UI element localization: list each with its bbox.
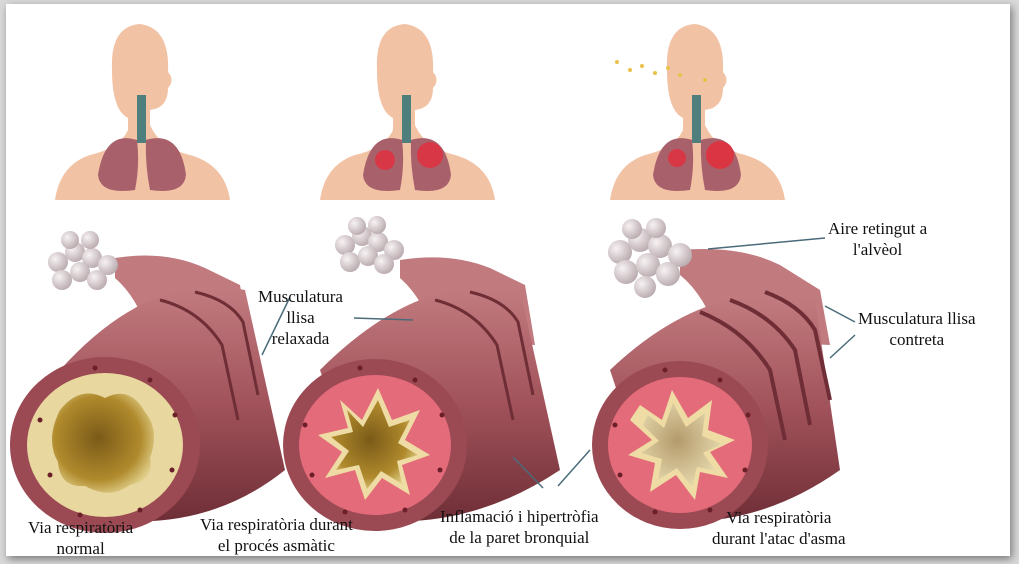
inflammation-icon xyxy=(417,142,443,168)
label-normal-airway: Via respiratòria normal xyxy=(28,517,133,559)
label-line: contreta xyxy=(858,329,976,350)
label-line: Musculatura xyxy=(258,286,343,307)
lung-right-icon xyxy=(146,138,186,191)
label-line: l'alvèol xyxy=(828,239,927,260)
label-line: Inflamació i hipertròfia xyxy=(440,506,599,527)
label-line: durant l'atac d'asma xyxy=(712,528,846,549)
label-trapped-air: Aire retingut a l'alvèol xyxy=(828,218,927,260)
label-line: normal xyxy=(28,538,133,559)
lung-left-icon xyxy=(98,138,138,191)
airway-asthma-attack xyxy=(592,218,840,529)
label-line: Aire retingut a xyxy=(828,218,927,239)
leader-muscle-contracted-1 xyxy=(825,306,855,322)
trachea-icon xyxy=(402,95,411,143)
label-muscle-relaxed: Musculatura llisa relaxada xyxy=(258,286,343,349)
airway-asthmatic-process xyxy=(283,216,560,531)
label-line: Musculatura llisa xyxy=(858,308,976,329)
label-asthma-attack: Via respiratòria durant l'atac d'asma xyxy=(712,507,846,549)
label-muscle-contracted: Musculatura llisa contreta xyxy=(858,308,976,350)
alveoli-icon xyxy=(608,218,692,298)
label-line: relaxada xyxy=(258,328,343,349)
figure-asthmatic-process xyxy=(320,24,495,200)
label-asthmatic-process: Via respiratòria durant el procés asmàti… xyxy=(200,514,353,556)
leader-trapped-air xyxy=(708,238,825,249)
airway-lumen xyxy=(52,394,154,493)
alveoli-icon xyxy=(48,231,118,290)
inflammation-icon xyxy=(375,150,395,170)
label-inflammation: Inflamació i hipertròfia de la paret bro… xyxy=(440,506,599,548)
label-line: el procés asmàtic xyxy=(200,535,353,556)
label-line: Via respiratòria xyxy=(712,507,846,528)
alveoli-icon xyxy=(335,216,404,274)
inflammation-icon xyxy=(668,149,686,167)
leader-inflammation-2 xyxy=(558,450,590,486)
trachea-icon xyxy=(692,95,701,143)
leader-muscle-contracted-2 xyxy=(830,335,855,358)
label-line: de la paret bronquial xyxy=(440,527,599,548)
label-line: llisa xyxy=(258,307,343,328)
label-line: Via respiratòria durant xyxy=(200,514,353,535)
inflammation-icon xyxy=(706,141,734,169)
label-line: Via respiratòria xyxy=(28,517,133,538)
figure-normal xyxy=(55,24,230,200)
figure-asthma-attack xyxy=(610,24,785,200)
airway-normal xyxy=(10,231,285,533)
trachea-icon xyxy=(137,95,146,143)
